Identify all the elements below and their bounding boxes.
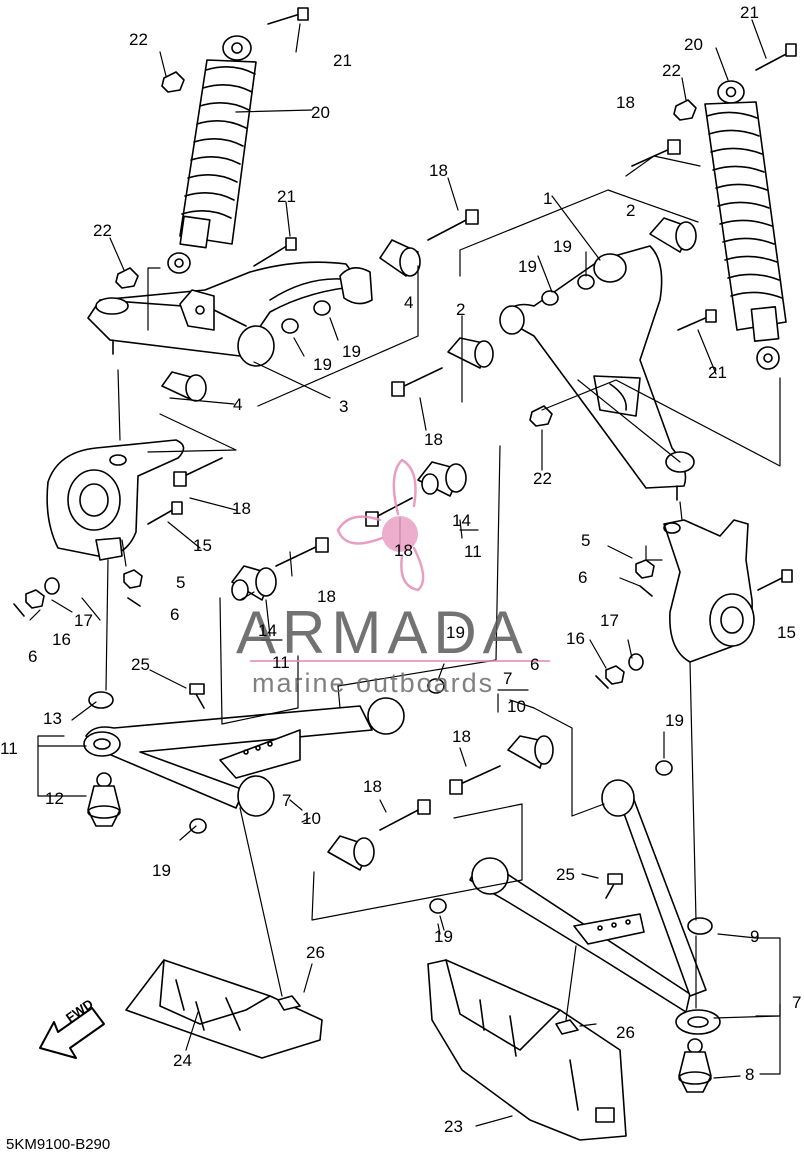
- callout-22: 22: [662, 61, 681, 80]
- left-shock-absorber: [167, 35, 257, 274]
- callout-23: 23: [444, 1117, 463, 1136]
- fwd-arrow: [39, 1007, 105, 1059]
- callout-19: 19: [434, 927, 453, 946]
- ball-joints: [87, 772, 712, 1093]
- callout-7: 7: [503, 669, 513, 688]
- nuts-and-washers: [13, 71, 713, 935]
- callout-20: 20: [684, 35, 703, 54]
- callout-5: 5: [581, 531, 591, 550]
- watermark-propeller-logo: [336, 458, 425, 592]
- callout-19: 19: [152, 861, 171, 880]
- bushings: [161, 217, 697, 871]
- callout-19: 19: [665, 711, 684, 730]
- lower-left-a-arm: [83, 697, 405, 817]
- skid-guards: [125, 959, 627, 1141]
- callout-19: 19: [518, 257, 537, 276]
- clips: [277, 995, 579, 1035]
- callout-11: 11: [464, 542, 482, 561]
- callout-24: 24: [173, 1051, 192, 1070]
- callout-14: 14: [258, 621, 277, 640]
- callout-9: 9: [750, 927, 760, 946]
- callout-20: 20: [311, 103, 330, 122]
- callout-15: 15: [777, 623, 796, 642]
- left-steering-knuckle: [46, 439, 185, 561]
- callout-18: 18: [317, 587, 336, 606]
- callout-19: 19: [446, 623, 465, 642]
- callout-19: 19: [553, 237, 572, 256]
- watermark-brand: ARMADA: [236, 599, 529, 666]
- callout-21: 21: [740, 3, 759, 22]
- callout-16: 16: [52, 630, 71, 649]
- callout-1: 1: [543, 189, 553, 208]
- callout-11: 11: [0, 739, 18, 758]
- callout-4: 4: [233, 395, 243, 414]
- callout-16: 16: [566, 629, 585, 648]
- callout-22: 22: [533, 469, 552, 488]
- callout-18: 18: [424, 430, 443, 449]
- callout-26: 26: [616, 1023, 635, 1042]
- callout-13: 13: [43, 709, 62, 728]
- callout-11: 11: [272, 653, 290, 672]
- right-shock-absorber: [704, 80, 787, 370]
- right-steering-knuckle: [663, 519, 755, 663]
- callout-21: 21: [333, 51, 352, 70]
- lower-right-a-arm: [469, 779, 721, 1035]
- watermark-divider: [250, 660, 550, 662]
- callout-8: 8: [745, 1065, 755, 1084]
- callout-6: 6: [28, 647, 38, 666]
- callout-18: 18: [232, 499, 251, 518]
- callout-17: 17: [600, 611, 619, 630]
- callout-5: 5: [176, 573, 186, 592]
- callout-12: 12: [45, 789, 64, 808]
- callout-15: 15: [193, 536, 212, 555]
- callout-19: 19: [342, 342, 361, 361]
- upper-right-a-arm: [499, 245, 695, 501]
- callout-10: 10: [507, 697, 526, 716]
- diagram-code: 5KM9100-B290: [6, 1136, 111, 1153]
- upper-left-a-arm: [87, 261, 363, 367]
- callout-26: 26: [306, 943, 325, 962]
- callout-6: 6: [170, 605, 180, 624]
- callout-22: 22: [93, 221, 112, 240]
- callout-6: 6: [530, 655, 540, 674]
- callout-21: 21: [277, 187, 296, 206]
- watermark-tagline: marine outboards: [252, 668, 495, 698]
- callout-22: 22: [129, 30, 148, 49]
- callout-18: 18: [616, 93, 635, 112]
- callout-4: 4: [404, 293, 414, 312]
- callout-2: 2: [626, 201, 636, 220]
- callout-10: 10: [302, 809, 321, 828]
- callout-3: 3: [339, 397, 349, 416]
- callout-25: 25: [131, 655, 150, 674]
- callout-18: 18: [429, 161, 448, 180]
- callout-21: 21: [708, 363, 727, 382]
- callout-7: 7: [282, 791, 292, 810]
- callout-2: 2: [456, 300, 466, 319]
- callout-25: 25: [556, 865, 575, 884]
- callout-18: 18: [394, 541, 413, 560]
- callout-19: 19: [313, 355, 332, 374]
- callout-18: 18: [363, 777, 382, 796]
- callout-17: 17: [74, 611, 93, 630]
- callout-7: 7: [792, 993, 802, 1012]
- leader-lines: [29, 19, 781, 1127]
- callout-18: 18: [452, 727, 471, 746]
- callout-6: 6: [578, 568, 588, 587]
- callout-14: 14: [452, 511, 471, 530]
